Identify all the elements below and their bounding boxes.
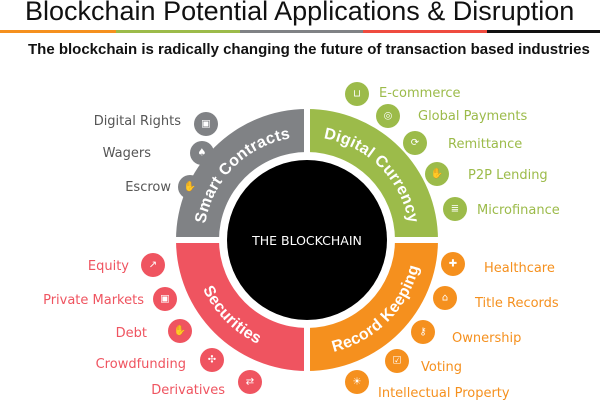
svg-text:✣: ✣ [208,355,216,366]
item-label: Global Payments [418,109,528,124]
ballot-box-icon [385,349,409,373]
svg-text:✋: ✋ [184,180,196,193]
item-label: Voting [421,360,462,375]
segment-digital-currency [307,109,438,240]
remittance-icon [403,131,427,155]
bar-segment-black [487,30,600,33]
item-label: Derivatives [151,383,225,398]
svg-text:☀: ☀ [353,377,362,388]
lock-icon [153,287,177,311]
segment-securities [176,240,307,371]
medical-folder-icon [441,252,465,276]
globe-icon [376,104,400,128]
bar-segment-red [363,30,487,33]
center-label: THE BLOCKCHAIN [251,233,362,248]
bar-segment-gray [240,30,363,33]
item-label: E-commerce [379,86,461,101]
item-label: Healthcare [484,261,555,276]
chart-icon [141,253,165,277]
house-icon [433,286,457,310]
svg-text:⌂: ⌂ [442,293,448,304]
item-label: Escrow [125,180,171,195]
lightbulb-icon [345,370,369,394]
svg-text:⊔: ⊔ [353,89,361,100]
svg-text:♠: ♠ [198,148,207,159]
hand-coin-icon [425,162,449,186]
svg-text:✋: ✋ [174,324,186,337]
item-label: Title Records [474,296,559,311]
svg-text:▣: ▣ [160,294,169,305]
item-label: Equity [88,259,129,274]
card-suits-icon [190,141,214,165]
lock-icon [194,112,218,136]
svg-text:⟳: ⟳ [411,138,420,149]
svg-text:✋: ✋ [431,167,443,180]
svg-text:⚷: ⚷ [419,327,426,338]
svg-text:↗: ↗ [149,260,157,271]
center-circle [227,160,387,320]
item-label: Microfinance [477,203,560,218]
bar-segment-green [116,30,240,33]
svg-text:≣: ≣ [451,204,459,215]
page-title: Blockchain Potential Applications & Disr… [25,0,575,26]
shopping-cart-icon [345,82,369,106]
item-label: Remittance [448,137,522,152]
item-label: Crowdfunding [96,357,186,372]
segment-smart-contracts [176,109,307,240]
item-label: Private Markets [43,293,144,308]
item-label: Wagers [103,146,152,161]
people-network-icon [200,348,224,372]
item-label: Intellectual Property [378,386,510,401]
svg-text:▣: ▣ [201,119,210,130]
header-color-bar [0,30,600,33]
item-label: P2P Lending [468,168,548,183]
item-label: Ownership [452,331,521,346]
handshake-icon [178,175,202,199]
svg-text:☑: ☑ [393,356,402,367]
item-label: Digital Rights [94,114,182,129]
hand-coin-icon [168,319,192,343]
svg-text:✚: ✚ [449,259,457,270]
svg-text:◎: ◎ [384,111,393,122]
subtitle: The blockchain is radically changing the… [28,41,590,58]
item-label: Debt [116,326,147,341]
coins-icon [443,197,467,221]
segment-record-keeping [307,240,438,371]
svg-text:⇄: ⇄ [246,377,254,388]
exchange-arrows-icon [238,370,262,394]
key-icon [411,320,435,344]
bar-segment-orange [0,30,116,33]
